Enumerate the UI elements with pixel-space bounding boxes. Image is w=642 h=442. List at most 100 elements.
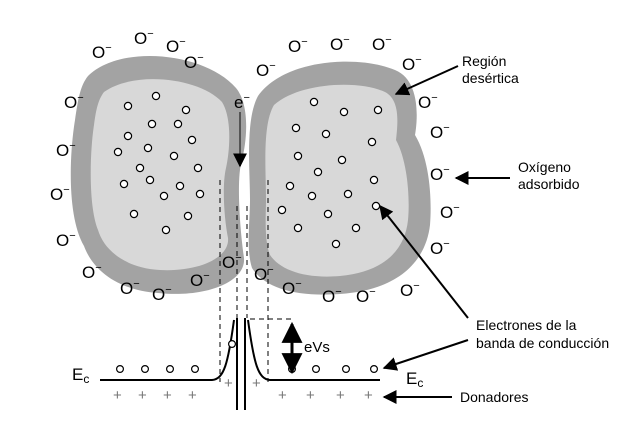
oxygen-ion: O− xyxy=(400,280,420,300)
donors: + + + + + + + + + + xyxy=(113,375,373,404)
ec-label-right: Ec xyxy=(406,369,423,390)
donor-plus: + xyxy=(278,387,287,404)
oxygen-ion: O− xyxy=(254,264,274,284)
electron-dot xyxy=(307,191,317,201)
electron-dot xyxy=(123,131,133,141)
donor-plus: + xyxy=(138,387,147,404)
right-grain-electrons xyxy=(277,97,383,249)
electron-dot xyxy=(191,365,200,374)
oxygen-ion: O− xyxy=(56,140,76,160)
donor-plus: + xyxy=(188,387,197,404)
electron-dot xyxy=(291,123,301,133)
electron-dot xyxy=(129,209,139,219)
oxygen-ion: O− xyxy=(256,60,276,80)
oxygen-ions: O− O− O− O− O− O− O− O− O− O− O− O− O− O… xyxy=(50,28,460,306)
left-grain-electrons xyxy=(113,91,205,235)
electron-dot xyxy=(113,147,123,157)
electron-dot xyxy=(331,239,341,249)
electron-dot xyxy=(277,205,287,215)
electron-dot xyxy=(293,223,303,233)
oxygen-ion: O− xyxy=(134,28,154,48)
label-oxigeno-adsorbido: Oxígeno adsorbido xyxy=(518,159,580,192)
band-diagram xyxy=(100,318,380,410)
donor-plus: + xyxy=(224,375,233,392)
electron-dot xyxy=(313,167,323,177)
oxygen-ion: O− xyxy=(184,52,204,72)
donor-plus: + xyxy=(113,387,122,404)
electron-dot xyxy=(193,163,203,173)
left-grain xyxy=(70,55,247,294)
electron-dot xyxy=(119,179,129,189)
oxygen-ion: O− xyxy=(92,42,112,62)
oxygen-ion: O− xyxy=(430,238,450,258)
oxygen-ion: O− xyxy=(282,278,302,298)
label-oxygen-line1: Oxígeno xyxy=(518,159,571,175)
electron-dot xyxy=(161,225,171,235)
oxygen-ion: O− xyxy=(222,252,242,272)
electron-symbol: e− xyxy=(234,92,250,112)
annotation-labels: Región desértica Oxígeno adsorbido Elect… xyxy=(379,53,609,405)
electron-dot xyxy=(187,135,197,145)
oxygen-ion: O− xyxy=(356,286,376,306)
electron-dot xyxy=(141,365,150,374)
oxygen-ion: O− xyxy=(430,122,450,142)
oxygen-ion: O− xyxy=(152,284,172,304)
label-oxygen-line2: adsorbido xyxy=(518,176,580,192)
oxygen-ion: O− xyxy=(402,54,422,74)
electron-dot xyxy=(369,175,379,185)
electron-dot xyxy=(370,365,379,374)
electron-dot xyxy=(143,143,153,153)
label-region-line2: desértica xyxy=(462,70,519,86)
label-electrons-line1: Electrones de la xyxy=(476,317,577,333)
label-region-line1: Región xyxy=(462,53,506,69)
electron-dot xyxy=(323,209,333,219)
electron-dot xyxy=(228,340,237,349)
oxygen-ion: O− xyxy=(288,36,308,56)
donor-plus: + xyxy=(252,375,261,392)
electron-dot xyxy=(147,119,157,129)
donor-plus: + xyxy=(364,387,373,404)
electron-dot xyxy=(371,201,381,211)
oxygen-ion: O− xyxy=(330,34,350,54)
oxygen-ion: O− xyxy=(322,286,342,306)
donor-plus: + xyxy=(163,387,172,404)
electrons-pointer-arrow-upper xyxy=(379,204,469,319)
oxygen-ion: O− xyxy=(166,36,186,56)
right-grain xyxy=(248,61,431,295)
oxygen-ion: O− xyxy=(120,278,140,298)
conduction-band-electrons xyxy=(115,340,379,374)
electron-dot xyxy=(151,91,161,101)
oxygen-ion: O− xyxy=(440,202,460,222)
electron-dot xyxy=(312,365,321,374)
oxygen-ion: O− xyxy=(56,230,76,250)
electron-dot xyxy=(166,365,175,374)
electron-dot xyxy=(123,101,133,111)
donor-plus: + xyxy=(306,387,315,404)
electron-dot xyxy=(293,151,303,161)
oxygen-ion: O− xyxy=(50,184,70,204)
electron-dot xyxy=(183,211,193,221)
electron-dot xyxy=(343,189,353,199)
electron-dot xyxy=(145,175,155,185)
oxygen-ion: O− xyxy=(190,270,210,290)
label-region-desertica: Región desértica xyxy=(462,53,519,86)
electron-dot xyxy=(115,365,124,374)
oxygen-ion: O− xyxy=(372,34,392,54)
ec-label-left: Ec xyxy=(72,365,89,386)
electron-dot xyxy=(173,119,183,129)
donor-plus: + xyxy=(336,387,345,404)
electron-dot xyxy=(351,223,361,233)
projection-lines xyxy=(219,180,294,382)
label-donadores: Donadores xyxy=(460,389,529,405)
oxygen-ion: O− xyxy=(418,92,438,112)
barrier-height-label: eVs xyxy=(304,339,330,356)
electron-dot xyxy=(285,181,295,191)
electron-dot xyxy=(159,191,169,201)
electrons-pointer-arrow-lower xyxy=(382,339,469,371)
electron-dot xyxy=(169,151,179,161)
region-pointer-arrow xyxy=(394,65,459,96)
label-electrons-line2: banda de conducción xyxy=(476,335,609,351)
left-grain-core xyxy=(90,79,230,271)
